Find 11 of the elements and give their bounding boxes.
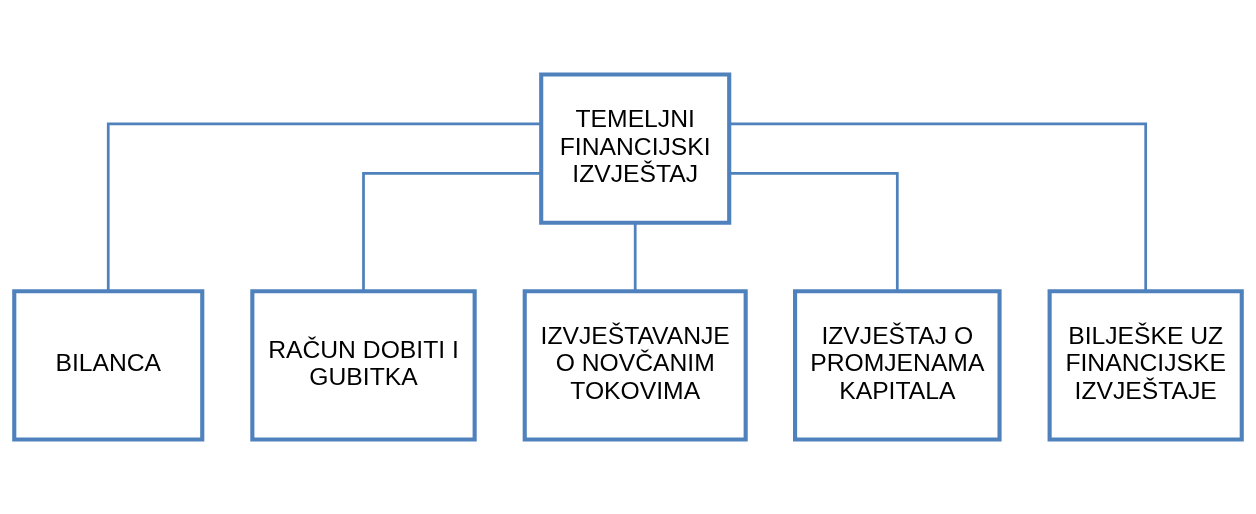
node-box: RAČUN DOBITI I GUBITKA bbox=[250, 289, 477, 442]
node-box: IZVJEŠTAVANJE O NOVČANIM TOKOVIMA bbox=[522, 289, 748, 442]
node-box: BILJEŠKE UZ FINANCIJSKE IZVJEŠTAJE bbox=[1047, 289, 1244, 442]
node-box: TEMELJNI FINANCIJSKI IZVJEŠTAJ bbox=[539, 72, 732, 225]
node-box: IZVJEŠTAJ O PROMJENAMA KAPITALA bbox=[793, 289, 1002, 442]
connector bbox=[729, 171, 899, 292]
connector bbox=[362, 171, 541, 292]
connector bbox=[106, 122, 541, 291]
node-box: BILANCA bbox=[12, 289, 205, 442]
connector bbox=[633, 223, 637, 291]
connector bbox=[729, 122, 1148, 291]
